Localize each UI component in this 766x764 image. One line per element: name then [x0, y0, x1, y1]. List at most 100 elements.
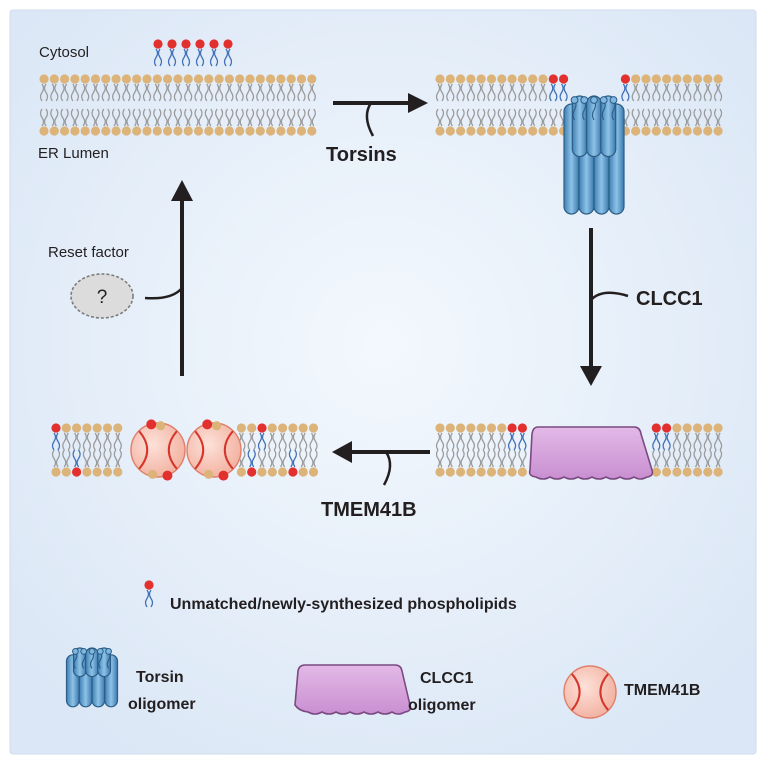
- membrane-lipid: [288, 449, 298, 477]
- membrane-lipid: [235, 108, 245, 136]
- membrane-lipid: [257, 449, 267, 477]
- membrane-lipid: [60, 108, 70, 136]
- membrane-lipid: [672, 449, 682, 477]
- membrane-lipid: [214, 108, 224, 136]
- membrane-lipid: [692, 423, 703, 451]
- membrane-lipid: [517, 449, 528, 477]
- unmatched-lipid: [153, 39, 163, 67]
- membrane-lipid: [278, 423, 288, 451]
- membrane-lipid: [692, 74, 703, 102]
- membrane-lipid: [538, 108, 548, 136]
- membrane-lipid: [183, 74, 193, 102]
- membrane-lipid: [224, 108, 234, 136]
- clcc1-label: CLCC1: [636, 288, 703, 310]
- membrane-lipid: [641, 74, 651, 102]
- membrane-bottom-right: [435, 423, 723, 477]
- membrane-lipid: [486, 449, 497, 477]
- membrane-top-right: [435, 74, 723, 136]
- membrane-lipid: [456, 108, 466, 136]
- legend-torsin-line1: Torsin: [136, 669, 184, 686]
- membrane-lipid: [276, 74, 286, 102]
- membrane-lipid: [507, 74, 517, 102]
- membrane-lipid: [214, 74, 224, 102]
- membrane-lipid: [662, 449, 672, 477]
- membrane-lipid: [60, 74, 70, 102]
- membrane-lipid: [245, 74, 255, 102]
- membrane-lipid: [507, 449, 517, 477]
- tmem41b-pair: [130, 419, 242, 481]
- membrane-lipid: [435, 74, 445, 102]
- membrane-lipid: [307, 108, 317, 136]
- membrane-lipid: [101, 108, 111, 136]
- membrane-lipid: [466, 74, 476, 102]
- tmem41b-label: TMEM41B: [321, 499, 417, 521]
- membrane-lipid: [101, 74, 111, 102]
- membrane-lipid: [267, 449, 277, 477]
- membrane-lipid: [267, 423, 277, 451]
- membrane-lipid: [49, 74, 59, 102]
- clcc1-oligomer-icon: [294, 664, 412, 715]
- unmatched-lipid: [209, 39, 219, 67]
- membrane-lipid: [682, 423, 692, 451]
- membrane-lipid: [92, 423, 102, 451]
- membrane-lipid: [49, 108, 59, 136]
- membrane-lipid: [163, 74, 173, 102]
- unmatched-lipid: [195, 39, 205, 67]
- membrane-lipid: [662, 74, 672, 102]
- membrane-lipid: [235, 74, 245, 102]
- membrane-lipid: [703, 449, 713, 477]
- legend-lipid: [144, 580, 154, 608]
- membrane-lipid: [713, 449, 723, 477]
- unmatched-lipid: [181, 39, 191, 67]
- membrane-lipid: [620, 74, 631, 102]
- membrane-lipid: [245, 108, 255, 136]
- membrane-lipid: [651, 423, 661, 451]
- torsin-oligomer-icon: [65, 647, 119, 708]
- membrane-lipid: [641, 108, 651, 136]
- tmem41b-unit: [563, 665, 617, 719]
- membrane-lipid: [466, 108, 476, 136]
- tmem41b-icon: [563, 665, 617, 719]
- membrane-lipid: [90, 74, 101, 102]
- membrane-lipid: [548, 108, 558, 136]
- arrow-clcc1: [580, 228, 629, 386]
- membrane-lipid: [80, 74, 90, 102]
- torsins-label: Torsins: [326, 144, 397, 166]
- membrane-lipid: [90, 108, 101, 136]
- legend-torsin-line2: oligomer: [128, 696, 196, 713]
- membrane-lipid: [435, 108, 445, 136]
- membrane-lipid: [435, 449, 445, 477]
- reset-factor-label: Reset factor: [48, 244, 129, 261]
- membrane-lipid: [445, 423, 455, 451]
- arrow-torsins: [333, 93, 428, 137]
- legend-phospholipids-text: Unmatched/newly-synthesized phospholipid…: [170, 596, 517, 613]
- legend-clcc1-line1: CLCC1: [420, 670, 473, 687]
- membrane-lipid: [497, 74, 507, 102]
- membrane-lipid: [548, 74, 558, 102]
- membrane-lipid: [247, 449, 257, 477]
- torsin-cylinders: [65, 647, 119, 708]
- membrane-lipid: [517, 423, 528, 451]
- membrane-lipid: [466, 423, 476, 451]
- membrane-lipid: [286, 108, 296, 136]
- torsin-oligomer: [563, 95, 625, 215]
- membrane-lipid: [672, 74, 682, 102]
- membrane-lipid: [51, 423, 61, 451]
- membrane-lipid: [288, 423, 298, 451]
- unmatched-lipid: [167, 39, 177, 67]
- membrane-lipid: [276, 108, 286, 136]
- membrane-lipid: [517, 74, 528, 102]
- arrow-tmem41b: [332, 441, 430, 486]
- membrane-lipid: [497, 423, 507, 451]
- membrane-lipid: [559, 74, 569, 102]
- membrane-lipid: [703, 108, 713, 136]
- membrane-lipid: [266, 108, 276, 136]
- torsin-cylinders: [563, 95, 625, 215]
- membrane-lipid: [82, 449, 92, 477]
- membrane-lipid: [255, 108, 265, 136]
- membrane-lipid: [476, 74, 486, 102]
- free-phospholipids: [153, 39, 233, 67]
- cytosol-label: Cytosol: [39, 44, 89, 61]
- membrane-lipid: [152, 108, 162, 136]
- membrane-lipid: [682, 108, 692, 136]
